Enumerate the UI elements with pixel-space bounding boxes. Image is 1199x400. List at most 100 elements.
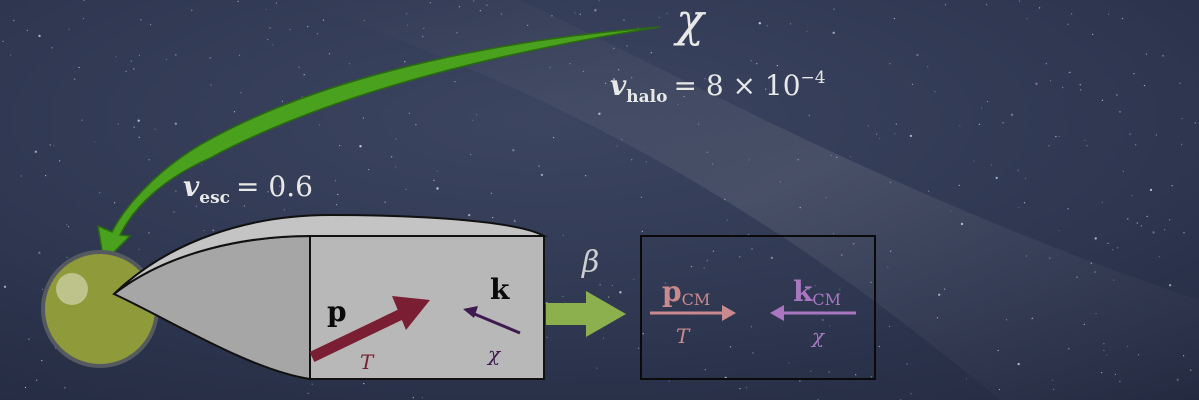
star-speck [339, 144, 341, 147]
dark-matter-symbol: χ [673, 0, 707, 47]
star-speck [137, 119, 140, 122]
star-speck [240, 92, 242, 94]
star-speck [585, 175, 587, 177]
star-speck [730, 346, 732, 348]
star-speck [991, 164, 993, 166]
star-speck [704, 78, 706, 80]
star-speck [833, 8, 835, 10]
star-body [41, 250, 159, 368]
star-speck [209, 57, 211, 59]
star-speck [456, 32, 458, 34]
star-speck [928, 190, 930, 192]
star-speck [986, 100, 989, 103]
star-speck [243, 205, 245, 207]
star-speck [876, 133, 878, 135]
star-speck [318, 124, 321, 126]
star-speck [512, 149, 515, 152]
star-speck [1101, 201, 1103, 203]
star-speck [739, 256, 741, 258]
star-speck [599, 284, 601, 286]
star-speck [692, 87, 694, 89]
star-speck [269, 27, 271, 29]
star-speck [706, 259, 708, 262]
boost-beta-label: β [581, 245, 599, 280]
star-speck [789, 23, 792, 25]
star-speck [688, 29, 690, 32]
star-speck [1106, 354, 1108, 356]
star-speck [689, 12, 691, 14]
star-speck [683, 95, 685, 98]
star-speck [706, 151, 708, 153]
star-speck [1032, 317, 1034, 319]
star-speck [641, 230, 643, 232]
star-speck [1025, 255, 1028, 257]
star-speck [553, 136, 555, 139]
star-speck [894, 133, 896, 135]
star-speck [959, 125, 961, 127]
star-speck [916, 53, 919, 57]
star-speck [739, 388, 741, 390]
target-cm-arrowhead [722, 305, 736, 321]
star-speck [619, 291, 622, 294]
star-speck [850, 156, 852, 158]
escape-velocity-label: vesc= 0.6 [183, 170, 313, 208]
milky-way-band [300, 0, 1199, 400]
star-speck [1017, 169, 1019, 171]
star-speck [1126, 345, 1128, 348]
star-speck [633, 278, 635, 281]
star-speck [658, 16, 660, 19]
boost-arrow [546, 291, 626, 337]
star-speck [130, 60, 132, 62]
star-speck [1058, 230, 1060, 232]
star-speck [739, 89, 741, 91]
star-speck [1002, 122, 1004, 124]
star-speck [436, 187, 439, 190]
star-speck [870, 376, 873, 378]
star-speck [1058, 135, 1060, 137]
star-speck [335, 204, 338, 206]
star-speck [1127, 218, 1129, 220]
star-speck [605, 82, 607, 84]
star-speck [359, 145, 362, 148]
star-speck [1080, 89, 1082, 91]
star-speck [621, 138, 623, 141]
dm-momentum-arrowhead [463, 306, 478, 318]
star-speck [1117, 247, 1119, 249]
star-speck [756, 63, 758, 65]
star-speck [612, 78, 616, 81]
star-speck [275, 2, 277, 4]
star-speck [893, 18, 896, 20]
star-speck [1119, 380, 1121, 382]
star-speck [1116, 94, 1118, 96]
star-speck [51, 47, 53, 49]
star-speck [174, 122, 177, 125]
star-speck [579, 13, 581, 15]
star-speck [473, 0, 475, 2]
star-speck [640, 196, 643, 198]
star-speck [806, 30, 808, 33]
star-speck [13, 19, 15, 22]
star-speck [538, 165, 540, 167]
star-speck [1055, 136, 1057, 138]
star-speck [889, 63, 891, 65]
star-speck [1053, 388, 1055, 390]
star-speck [140, 19, 142, 21]
star-speck [895, 123, 897, 125]
star-speck [1152, 231, 1155, 234]
star-speck [551, 15, 553, 17]
star-speck [1171, 185, 1173, 187]
star-speck [233, 111, 236, 113]
star-speck [890, 250, 892, 252]
star-speck [148, 159, 150, 161]
star-speck [642, 333, 644, 335]
star-speck [1114, 373, 1116, 375]
star-speck [1194, 122, 1196, 124]
star-speck [203, 229, 205, 232]
star-speck [404, 61, 406, 63]
star-speck [751, 248, 753, 250]
star-speck [1122, 170, 1124, 172]
star-speck [540, 173, 544, 177]
star-speck [334, 180, 336, 182]
star-speck [395, 166, 397, 168]
